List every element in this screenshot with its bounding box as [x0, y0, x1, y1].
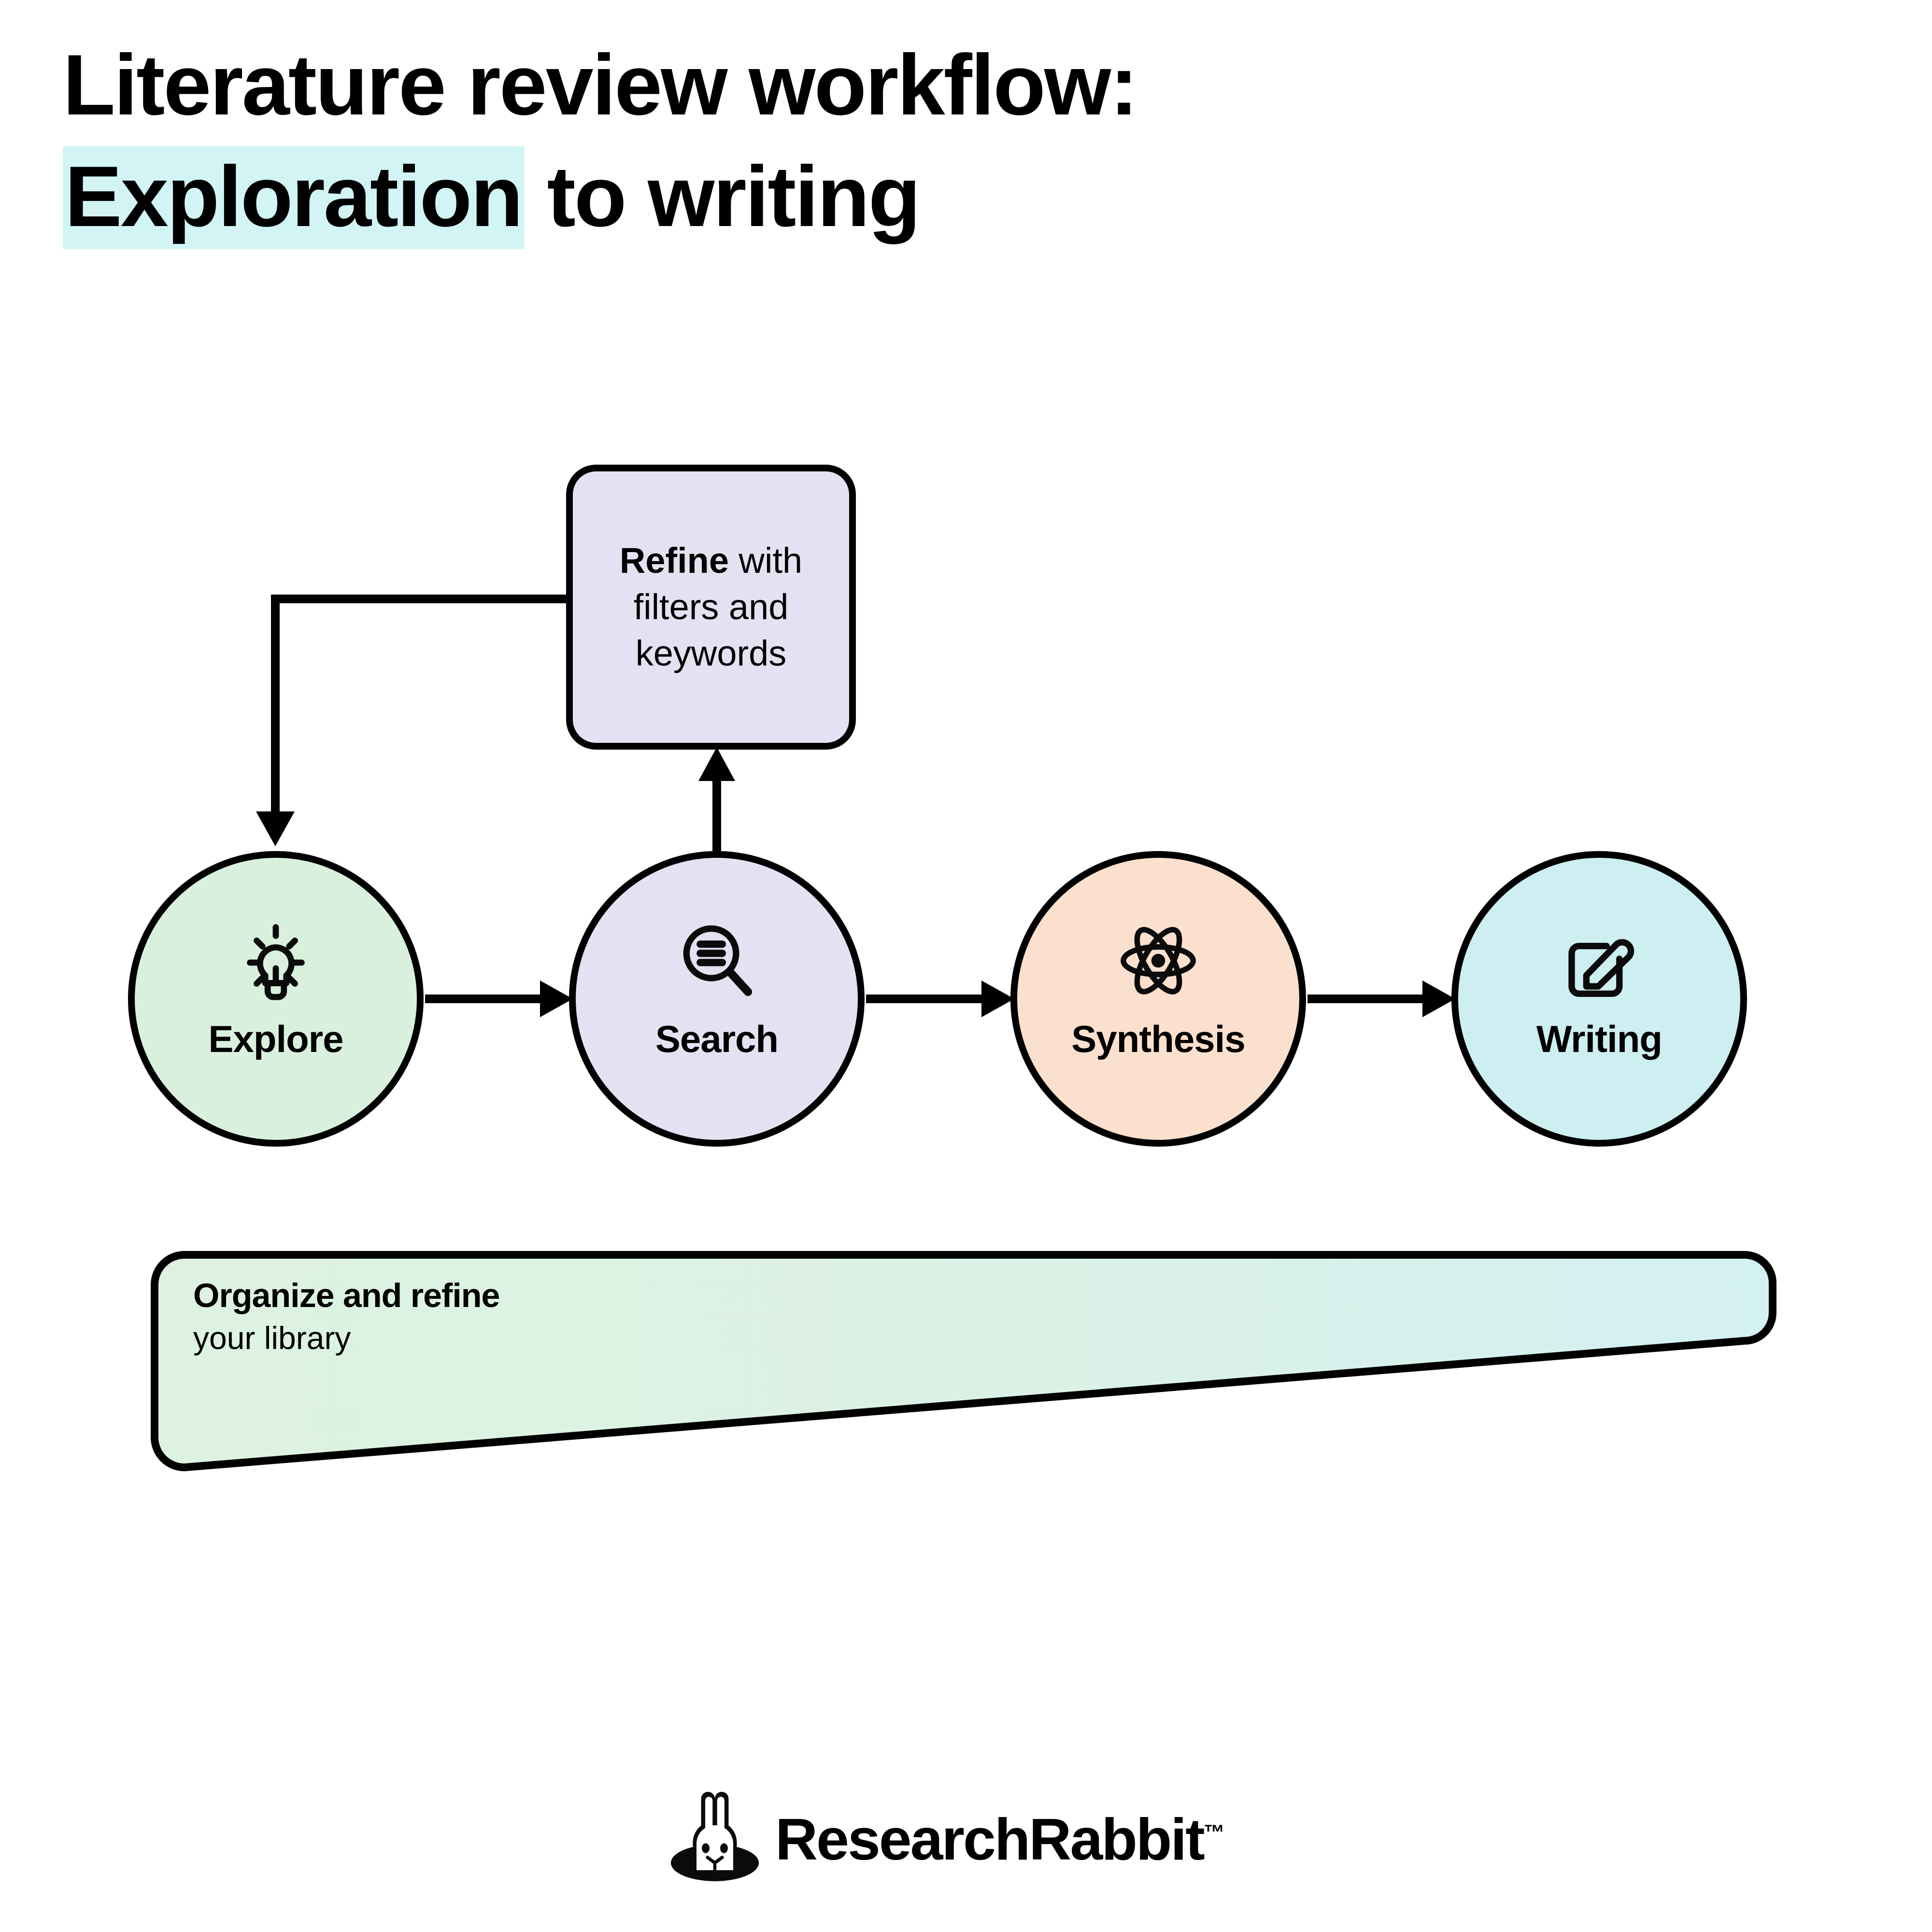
lightbulb-icon [225, 915, 327, 1007]
trademark-symbol: ™ [1203, 1820, 1225, 1844]
page-title: Literature review workflow: Exploration … [63, 29, 1512, 253]
funnel-subtitle: your library [193, 1320, 351, 1356]
magnifier-list-icon [666, 915, 767, 1007]
title-line-2: Exploration to writing [63, 141, 1512, 252]
arrow-explore-to-search [425, 980, 573, 1017]
refine-callout-text: Refine with filters and keywords [609, 538, 813, 677]
step-label-search: Search [655, 1018, 779, 1060]
step-node-writing[interactable]: Writing [1451, 851, 1747, 1147]
title-highlight-word: Exploration [63, 146, 525, 250]
step-node-synthesis[interactable]: Synthesis [1010, 851, 1306, 1147]
researchrabbit-logo[interactable]: ResearchRabbit™ [669, 1790, 1225, 1889]
funnel-title: Organize and refine [193, 1277, 500, 1314]
funnel-text-group: Organize and refine your library [193, 1274, 500, 1358]
refine-line3: keywords [635, 633, 787, 674]
rabbit-in-hole-icon [669, 1790, 761, 1889]
feedback-loop-refine-to-explore [256, 595, 570, 846]
refine-line2: filters and [633, 586, 789, 627]
step-node-explore[interactable]: Explore [128, 851, 424, 1147]
logo-wordmark: ResearchRabbit™ [775, 1805, 1225, 1873]
title-line-1: Literature review workflow: [63, 37, 1138, 133]
logo-wordmark-text: ResearchRabbit [775, 1806, 1205, 1872]
step-node-search[interactable]: Search [569, 851, 865, 1147]
step-label-explore: Explore [208, 1018, 343, 1060]
refine-rest-line1: with [729, 540, 803, 581]
refine-callout-box[interactable]: Refine with filters and keywords [566, 465, 856, 750]
arrow-synthesis-to-writing [1307, 980, 1455, 1017]
funnel-band[interactable]: Organize and refine your library [145, 1241, 1797, 1483]
step-label-synthesis: Synthesis [1071, 1018, 1245, 1060]
refine-bold-word: Refine [619, 540, 729, 581]
title-line-2-rest: to writing [525, 148, 921, 245]
pencil-square-icon [1548, 915, 1650, 1007]
step-label-writing: Writing [1536, 1018, 1662, 1060]
arrow-search-to-refine [698, 747, 735, 851]
atom-icon [1108, 915, 1209, 1007]
arrow-search-to-synthesis [866, 980, 1014, 1017]
